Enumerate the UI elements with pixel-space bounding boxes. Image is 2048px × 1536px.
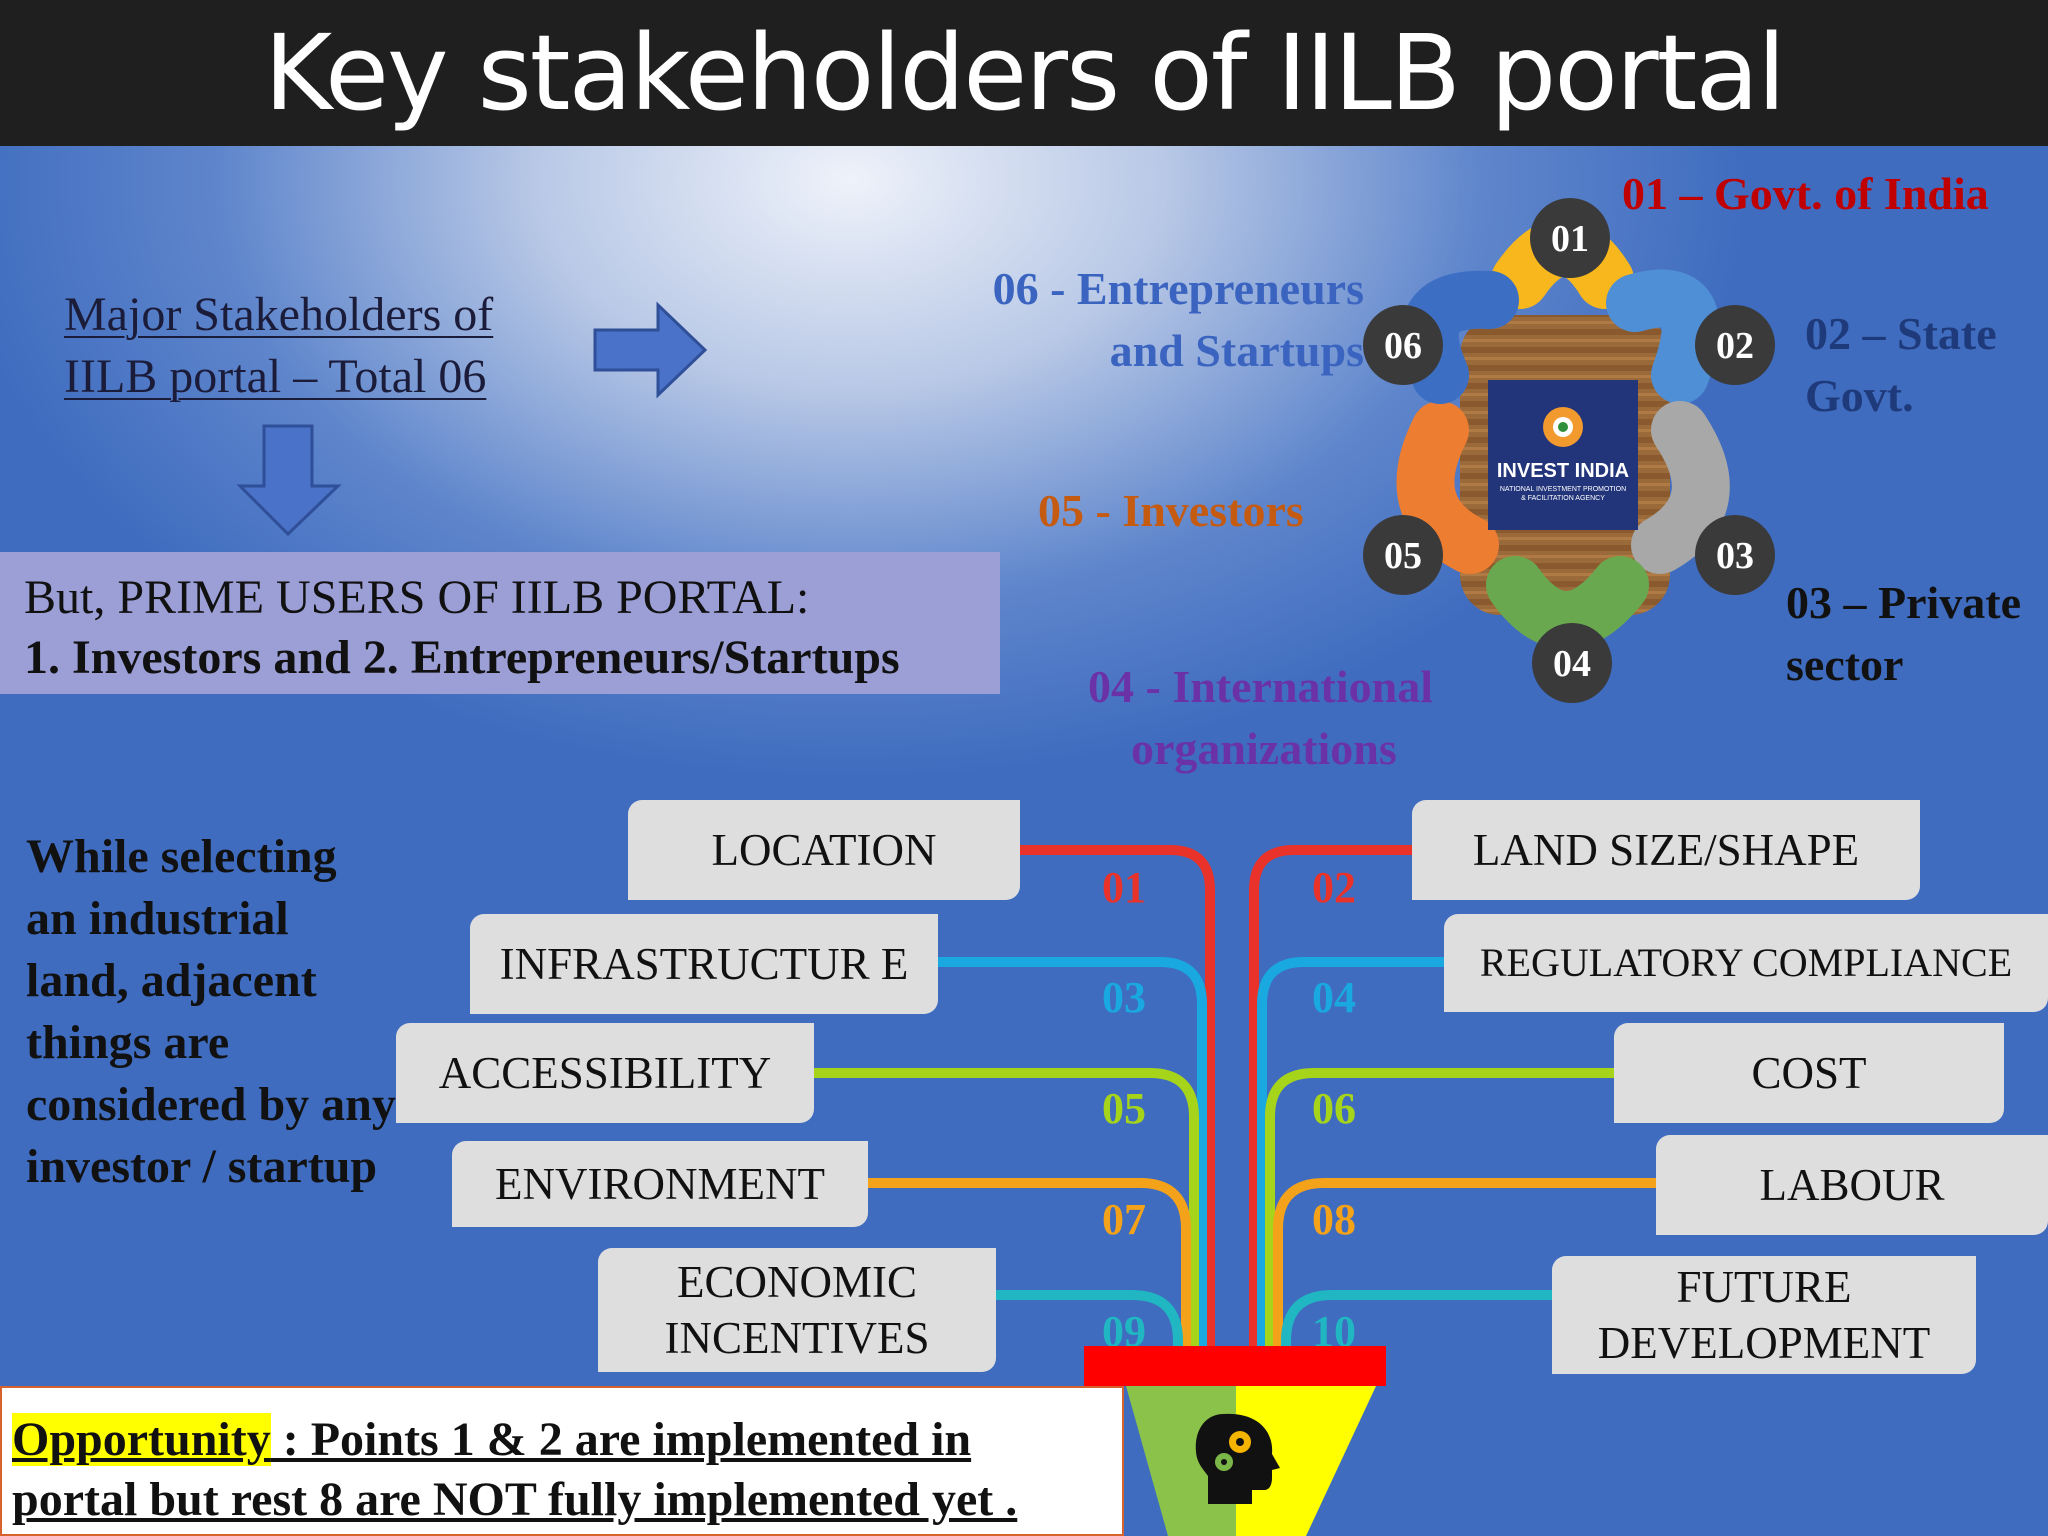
factor-num-06: 06	[1312, 1084, 1356, 1133]
factor-num-03: 03	[1102, 973, 1146, 1022]
factor-num-08: 08	[1312, 1195, 1356, 1244]
stakeholder-label-04: 04 - International organizations	[1088, 661, 1433, 774]
prime-users-box: But, PRIME USERS OF IILB PORTAL: 1. Inve…	[0, 552, 1000, 694]
factor-num-07: 07	[1102, 1195, 1146, 1244]
stakeholder-wheel: INVEST INDIA NATIONAL INVESTMENT PROMOTI…	[1363, 198, 1775, 703]
head-gears-icon	[1195, 1413, 1280, 1504]
factor-num-04: 04	[1312, 973, 1356, 1022]
factor-accessibility: ACCESSIBILITY	[396, 1023, 814, 1123]
stakeholder-label-06: 06 - Entrepreneurs and Startups	[992, 263, 1364, 376]
opportunity-box: Opportunity : Points 1 & 2 are implement…	[0, 1386, 1124, 1536]
right-arrow-icon	[593, 301, 708, 399]
factor-num-02: 02	[1312, 863, 1356, 912]
factor-num-05: 05	[1102, 1084, 1146, 1133]
logo-name: INVEST INDIA	[1497, 460, 1629, 482]
stakeholder-label-02: 02 – State Govt.	[1805, 308, 1997, 421]
factor-infrastructure: INFRASTRUCTUR E	[470, 914, 938, 1014]
factor-cost: COST	[1614, 1023, 2004, 1123]
factor-regulatory-compliance: REGULATORY COMPLIANCE	[1444, 914, 2048, 1012]
factor-labour: LABOUR	[1656, 1135, 2048, 1235]
wheel-num-02: 02	[1716, 325, 1754, 367]
funnel-base	[1084, 1346, 1386, 1536]
factor-location: LOCATION	[628, 800, 1020, 900]
factor-future-development: FUTURE DEVELOPMENT	[1552, 1256, 1976, 1374]
while-selecting-text: While selecting an industrial land, adja…	[26, 830, 396, 1193]
factor-environment: ENVIRONMENT	[452, 1141, 868, 1227]
wheel-num-05: 05	[1384, 535, 1422, 577]
opportunity-line1: Opportunity : Points 1 & 2 are implement…	[12, 1413, 972, 1466]
wheel-num-03: 03	[1716, 535, 1754, 577]
stakeholder-label-01: 01 – Govt. of India	[1622, 168, 1989, 219]
stakeholder-label-05: 05 - Investors	[1038, 485, 1304, 536]
down-arrow-icon	[236, 424, 342, 537]
prime-users-line1: But, PRIME USERS OF IILB PORTAL:	[24, 571, 810, 624]
major-stakeholders-text: Major Stakeholders of IILB portal – Tota…	[64, 284, 493, 408]
major-stakeholders-line1: Major Stakeholders of	[64, 288, 494, 341]
wheel-num-01: 01	[1551, 218, 1589, 260]
slide-title: Key stakeholders of IILB portal	[0, 0, 2048, 146]
wheel-num-04: 04	[1553, 643, 1591, 685]
major-stakeholders-line2: IILB portal – Total 06	[64, 350, 487, 403]
factor-land-size-shape: LAND SIZE/SHAPE	[1412, 800, 1920, 900]
opportunity-label: Opportunity	[12, 1413, 271, 1466]
opportunity-line2: portal but rest 8 are NOT fully implemen…	[12, 1473, 1018, 1526]
logo-subtitle2: & FACILITATION AGENCY	[1521, 495, 1605, 502]
prime-users-line2: 1. Investors and 2. Entrepreneurs/Startu…	[24, 631, 900, 684]
stakeholder-label-03: 03 – Private sector	[1786, 577, 2022, 690]
factor-economic-incentives: ECONOMIC INCENTIVES	[598, 1248, 996, 1372]
factor-num-01: 01	[1102, 863, 1146, 912]
wheel-num-06: 06	[1384, 325, 1422, 367]
logo-subtitle1: NATIONAL INVESTMENT PROMOTION	[1500, 486, 1626, 493]
